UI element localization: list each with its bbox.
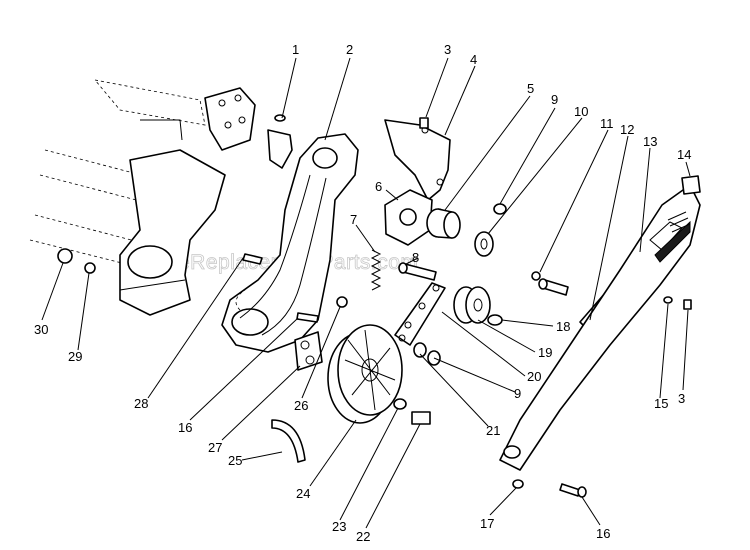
callout-12: 12 [620, 122, 634, 137]
callout-2: 2 [346, 42, 353, 57]
callout-26: 26 [294, 398, 308, 413]
callout-labels: 1 2 3 4 5 9 10 11 12 13 14 6 7 8 18 19 2… [34, 42, 691, 544]
callout-29: 29 [68, 349, 82, 364]
part-11-bolt [538, 278, 569, 296]
callout-15: 15 [654, 396, 668, 411]
part-9-bushing-top [493, 203, 507, 215]
callout-18: 18 [556, 319, 570, 334]
callout-28: 28 [134, 396, 148, 411]
callout-11: 11 [600, 116, 614, 131]
part-2-belt-case [221, 133, 359, 353]
callout-9-top: 9 [551, 92, 558, 107]
callout-30: 30 [34, 322, 48, 337]
part-29-washer [84, 262, 96, 274]
callout-16-bottom: 16 [596, 526, 610, 541]
callout-27: 27 [208, 440, 222, 455]
part-9-bushing-lower [413, 342, 427, 358]
part-30-nut [57, 248, 73, 264]
callout-24: 24 [296, 486, 310, 501]
part-15-washer [663, 296, 673, 304]
part-16-bolt-bottom [559, 483, 587, 498]
callout-16-left: 16 [178, 420, 192, 435]
part-18-idler-pulley [453, 286, 503, 326]
callout-17: 17 [480, 516, 494, 531]
part-28-bolt [242, 253, 263, 265]
callout-21: 21 [486, 423, 500, 438]
callout-5: 5 [527, 81, 534, 96]
callout-14: 14 [677, 147, 691, 162]
part-24-drive-pulley [327, 324, 403, 424]
mounting-plate [204, 87, 256, 151]
callout-13: 13 [643, 134, 657, 149]
frame-housing [29, 79, 226, 316]
callout-1: 1 [292, 42, 299, 57]
part-16-bolt-left [296, 312, 319, 323]
part-7-spring [370, 249, 382, 291]
callout-9-lower: 9 [514, 386, 521, 401]
part-14-decal [681, 175, 701, 195]
callout-25: 25 [228, 453, 242, 468]
callout-20: 20 [527, 369, 541, 384]
leader-lines [41, 57, 691, 529]
part-5-hub [426, 208, 461, 239]
part-3-screw-top [419, 117, 429, 129]
callout-7: 7 [350, 212, 357, 227]
part-8-bolt [398, 262, 437, 281]
part-4-bracket [384, 119, 451, 201]
callout-6: 6 [375, 179, 382, 194]
callout-3: 3 [444, 42, 451, 57]
part-23-washer [393, 398, 407, 410]
callout-19: 19 [538, 345, 552, 360]
callout-22: 22 [356, 529, 370, 544]
callout-3-right: 3 [678, 391, 685, 406]
callout-23: 23 [332, 519, 346, 534]
part-25-key [271, 419, 306, 463]
callout-8: 8 [412, 250, 419, 265]
part-1-bushing [267, 114, 293, 169]
part-20-idler-arm [394, 282, 446, 346]
part-13-belt-cover [499, 184, 701, 471]
part-17-screw [512, 479, 524, 489]
callout-10: 10 [574, 104, 588, 119]
part-27-chain-link [294, 331, 323, 371]
part-10-washer [474, 231, 494, 257]
callout-4: 4 [470, 52, 477, 67]
part-22-bolt [411, 411, 431, 425]
part-6-flange [384, 189, 433, 246]
part-26-washer [336, 296, 348, 308]
part-3-screw-right [683, 299, 692, 310]
part-11-washer [531, 271, 541, 281]
